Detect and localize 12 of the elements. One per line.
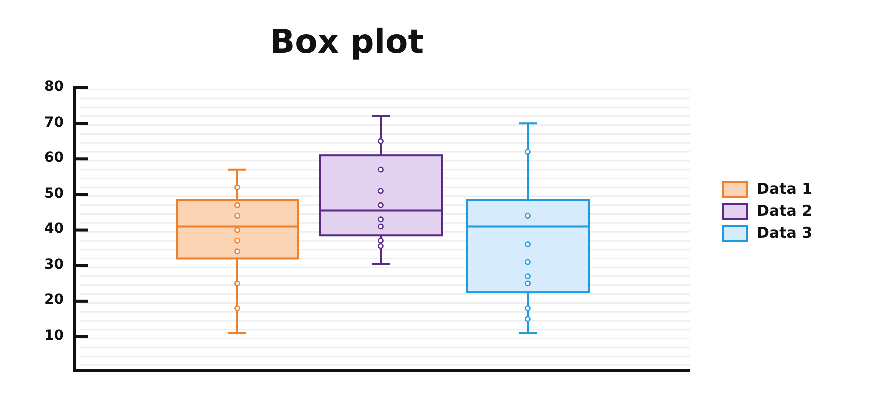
tick-label: 70 [44,114,64,131]
tick-label: 50 [44,186,64,202]
legend-label: Data 2 [757,202,813,220]
chart-title: Box plot [270,22,424,61]
legend-label: Data 3 [757,224,813,242]
tick-label: 80 [44,79,64,95]
tick-label: 60 [44,150,64,166]
tick-label: 40 [44,221,64,238]
tick-label: 30 [44,256,64,273]
legend-label: Data 1 [757,180,813,198]
tick-label: 20 [44,292,64,308]
tick-label: 10 [44,328,64,344]
